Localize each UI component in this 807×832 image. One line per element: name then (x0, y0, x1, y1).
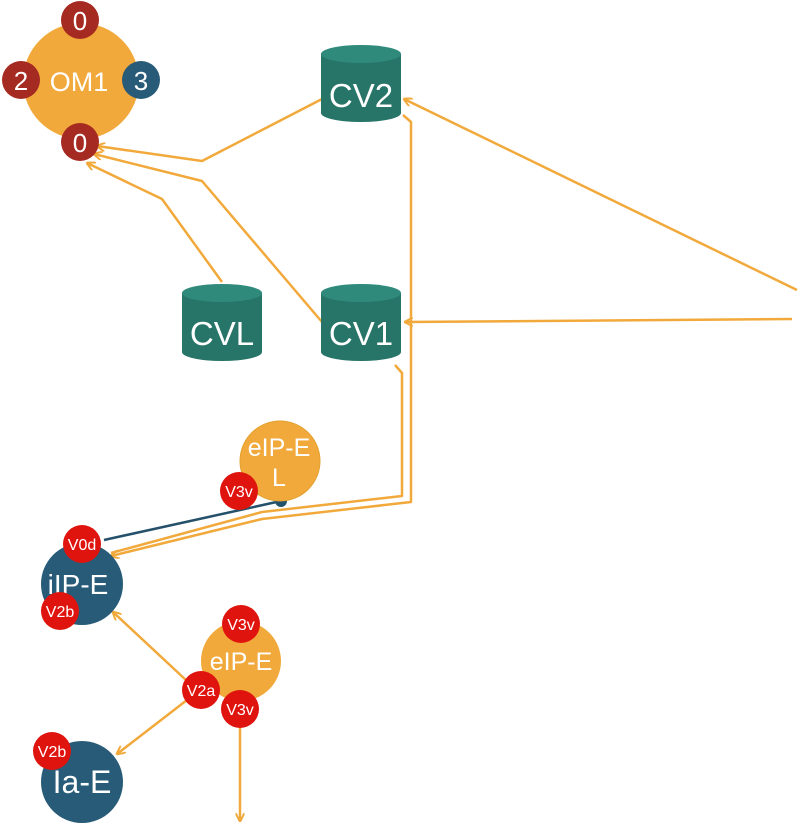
cvl-cylinder[interactable]: CVL (182, 284, 262, 361)
edge-cv1-iipe (110, 364, 404, 555)
edge-eipe-iae (117, 699, 188, 754)
edge-eipe-iipe (113, 612, 188, 682)
ia-e-port-label: V2b (38, 744, 67, 761)
eip-e-port-top[interactable]: V3v (222, 605, 260, 643)
eip-e-port-bottom[interactable]: V3v (221, 690, 259, 728)
edge-eipel-iipe (103, 499, 282, 542)
edge-cv1-om1 (94, 154, 323, 323)
iip-e-port-bottom[interactable]: V2b (41, 592, 79, 630)
eip-e-port-left-label: V2a (187, 683, 216, 700)
om1-port-right[interactable]: 3 (122, 61, 160, 99)
eip-e-port-bottom-label: V3v (226, 702, 254, 719)
iip-e-port-bottom-label: V2b (46, 604, 75, 621)
om1-port-bottom-label: 0 (73, 128, 87, 158)
eip-e-label: eIP-E (210, 648, 273, 676)
ia-e-label: Ia-E (53, 764, 112, 800)
cv2-label: CV2 (329, 77, 393, 114)
eip-e-port-top-label: V3v (227, 617, 255, 634)
cv2-cylinder[interactable]: CV2 (321, 45, 401, 122)
eip-e-port-left[interactable]: V2a (182, 671, 220, 709)
om1-port-left-label: 2 (14, 66, 28, 96)
eip-el-label-line2: L (272, 464, 286, 492)
om1-port-top-label: 0 (73, 6, 87, 36)
cv1-cylinder[interactable]: CV1 (321, 284, 401, 361)
edge-right-cv2 (404, 99, 798, 292)
eip-el-label-line1: eIP-E (248, 434, 311, 462)
om1-label: OM1 (50, 67, 109, 97)
eip-el-port-label: V3v (225, 484, 253, 501)
iip-e-port-top[interactable]: V0d (63, 525, 101, 563)
om1-node[interactable]: OM1 (23, 23, 139, 139)
edge-cv2-iipe (111, 114, 413, 556)
cvl-label: CVL (190, 315, 254, 352)
eip-e-node[interactable]: eIP-E (201, 621, 281, 701)
eip-el-node[interactable]: eIP-E L (239, 420, 321, 502)
eip-el-port[interactable]: V3v (220, 472, 258, 510)
om1-port-right-label: 3 (134, 66, 148, 96)
edge-cv2-om1 (97, 97, 323, 163)
ia-e-port[interactable]: V2b (33, 732, 71, 770)
edge-right-cv1 (405, 319, 793, 322)
om1-port-left[interactable]: 2 (2, 61, 40, 99)
cv1-label: CV1 (329, 315, 393, 352)
om1-port-top[interactable]: 0 (61, 1, 99, 39)
iip-e-port-top-label: V0d (68, 537, 96, 554)
edge-cvl-om1 (87, 163, 224, 283)
om1-port-bottom[interactable]: 0 (61, 123, 99, 161)
